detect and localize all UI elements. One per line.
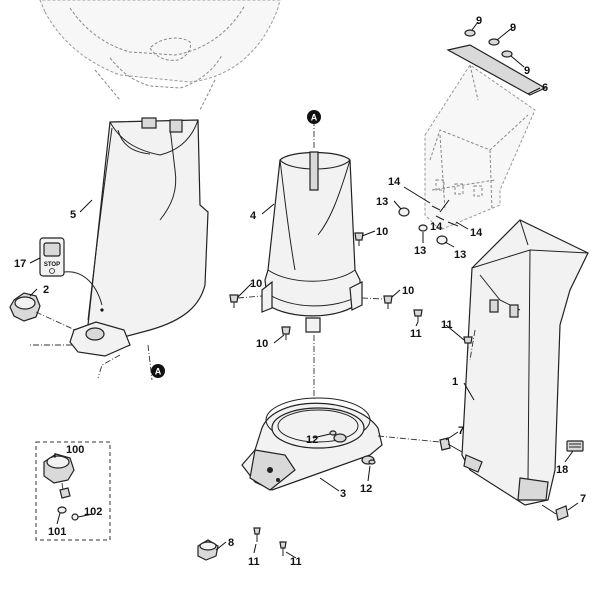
callout-3: 3 bbox=[340, 488, 346, 500]
callout-9-c: 9 bbox=[524, 65, 530, 77]
screw-11-hopper bbox=[413, 309, 473, 349]
callout-100: 100 bbox=[66, 444, 84, 456]
callout-13-a: 13 bbox=[376, 196, 388, 208]
screws-part-12 bbox=[329, 430, 376, 465]
callout-2: 2 bbox=[43, 284, 49, 296]
callout-18: 18 bbox=[556, 464, 568, 476]
callout-11-d: 11 bbox=[290, 556, 302, 568]
callout-11-b: 11 bbox=[441, 319, 453, 331]
stop-text: STOP bbox=[44, 262, 60, 268]
callout-8: 8 bbox=[228, 537, 234, 549]
callout-101: 101 bbox=[48, 526, 66, 538]
callout-10-b: 10 bbox=[250, 278, 262, 290]
screws-part-10 bbox=[229, 232, 393, 340]
callout-12-a: 12 bbox=[306, 434, 318, 446]
callout-17: 17 bbox=[14, 258, 26, 270]
callout-6: 6 bbox=[542, 82, 548, 94]
cover-part-6 bbox=[446, 44, 547, 96]
base-part-3 bbox=[241, 397, 441, 491]
callout-7-a: 7 bbox=[458, 425, 464, 437]
stop-switch-part-17: STOP bbox=[39, 237, 103, 306]
ghost-frame-top-right bbox=[424, 64, 536, 231]
callout-14-a: 14 bbox=[388, 176, 401, 188]
callout-11-a: 11 bbox=[410, 328, 422, 340]
funnel-part-4 bbox=[261, 120, 363, 400]
reference-marker-a-lower: A bbox=[151, 364, 165, 378]
callout-9-a: 9 bbox=[476, 15, 482, 27]
screws-part-9 bbox=[464, 29, 513, 58]
callout-13-c: 13 bbox=[414, 245, 426, 257]
hopper-part-1 bbox=[461, 219, 589, 506]
cap-part-8 bbox=[197, 539, 219, 561]
callout-10-a: 10 bbox=[376, 226, 388, 238]
callout-12-b: 12 bbox=[360, 483, 372, 495]
callout-4: 4 bbox=[250, 210, 257, 222]
housing-part-5 bbox=[30, 117, 209, 381]
reference-marker-a-upper: A bbox=[307, 110, 321, 124]
clips-part-13-14 bbox=[398, 205, 459, 245]
svg-text:A: A bbox=[311, 113, 318, 123]
callout-14-c: 14 bbox=[470, 227, 483, 239]
callout-1: 1 bbox=[452, 376, 458, 388]
callout-10-d: 10 bbox=[256, 338, 268, 350]
svg-text:A: A bbox=[155, 367, 162, 377]
callout-13-b: 13 bbox=[454, 249, 466, 261]
screws-part-11-bottom bbox=[253, 527, 287, 556]
leader-lines bbox=[29, 21, 579, 559]
knob-part-2 bbox=[9, 292, 76, 331]
decal-part-18 bbox=[566, 440, 584, 452]
bolts-part-7 bbox=[439, 437, 569, 521]
callout-10-c: 10 bbox=[402, 285, 414, 297]
callout-14-b: 14 bbox=[430, 221, 443, 233]
knob-kit-box bbox=[35, 441, 111, 541]
callout-labels: 5 17 2 4 10 10 10 10 14 13 14 14 13 13 9… bbox=[14, 15, 586, 568]
callout-5: 5 bbox=[70, 209, 76, 221]
callout-7-b: 7 bbox=[580, 493, 586, 505]
ghost-housing-top bbox=[39, 0, 281, 111]
callout-9-b: 9 bbox=[510, 22, 516, 34]
callout-11-c: 11 bbox=[248, 556, 260, 568]
callout-102: 102 bbox=[84, 506, 102, 518]
